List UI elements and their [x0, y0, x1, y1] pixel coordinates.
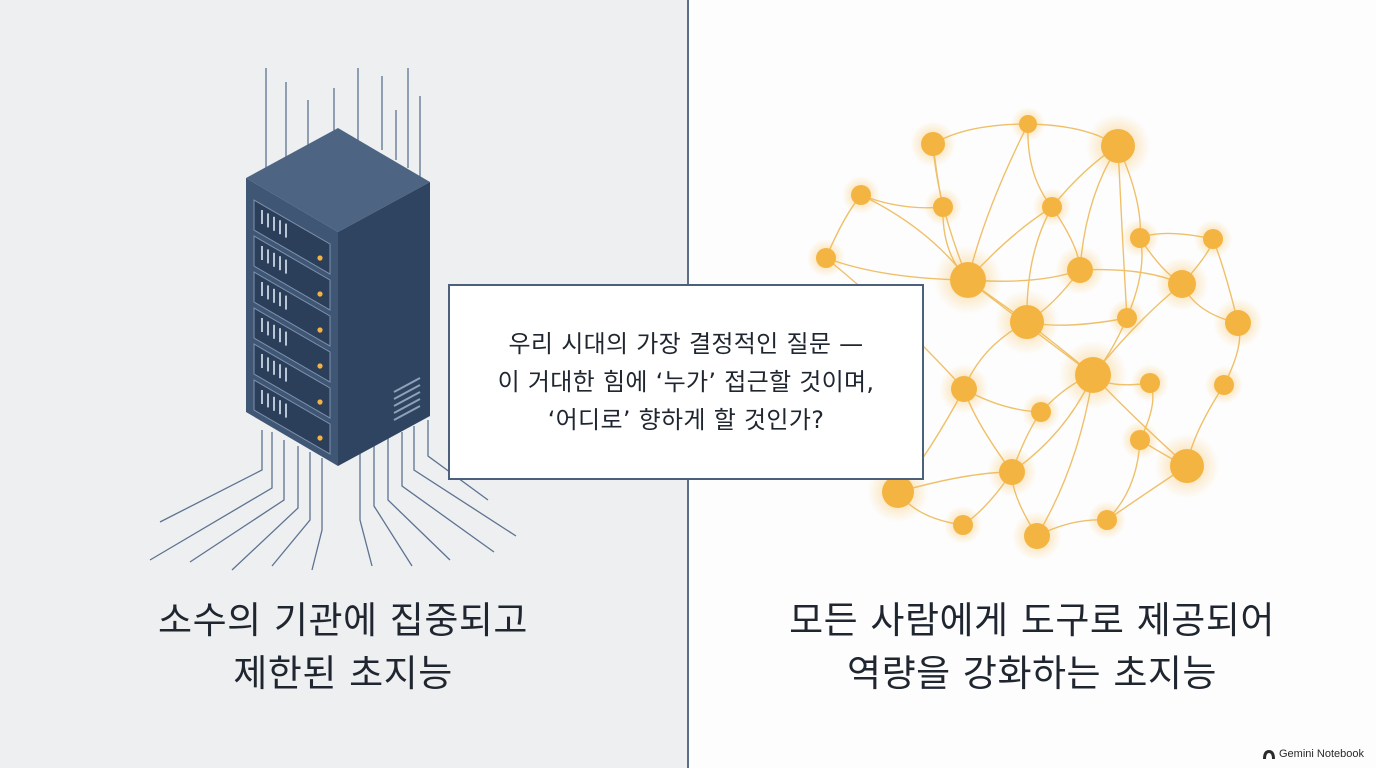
- right-caption-line2: 역량을 강화하는 초지능: [847, 652, 1217, 695]
- server-rack-icon: [149, 68, 517, 571]
- network-node: [1130, 430, 1150, 450]
- network-node: [933, 197, 953, 217]
- network-node: [1097, 510, 1117, 530]
- network-node: [921, 132, 945, 156]
- network-node: [1130, 228, 1150, 248]
- status-led: [317, 435, 323, 441]
- network-node: [999, 459, 1025, 485]
- question-line1: 우리 시대의 가장 결정적인 질문 —: [508, 330, 864, 358]
- network-node: [1214, 375, 1234, 395]
- network-node: [816, 248, 836, 268]
- left-caption-line2: 제한된 초지능: [233, 652, 453, 695]
- central-question-box: 우리 시대의 가장 결정적인 질문 — 이 거대한 힘에 ‘누가’ 접근할 것이…: [448, 284, 924, 480]
- network-node: [1168, 270, 1196, 298]
- network-node: [950, 262, 986, 298]
- network-node: [882, 476, 914, 508]
- network-node: [851, 185, 871, 205]
- brand-label: Gemini Notebook: [1279, 748, 1364, 760]
- network-node: [1170, 449, 1204, 483]
- question-line3: ‘어디로’ 향하게 할 것인가?: [547, 406, 825, 434]
- network-node: [1140, 373, 1160, 393]
- network-node: [951, 376, 977, 402]
- network-node: [1075, 357, 1111, 393]
- right-caption-line1: 모든 사람에게 도구로 제공되어: [789, 599, 1275, 642]
- network-node: [1024, 523, 1050, 549]
- network-node: [1203, 229, 1223, 249]
- status-led: [317, 327, 323, 333]
- question-line2: 이 거대한 힘에 ‘누가’ 접근할 것이며,: [497, 368, 875, 396]
- status-led: [317, 363, 323, 369]
- left-caption: 소수의 기관에 집중되고 제한된 초지능: [93, 594, 593, 700]
- network-node: [1010, 305, 1044, 339]
- right-caption: 모든 사람에게 도구로 제공되어 역량을 강화하는 초지능: [782, 594, 1282, 700]
- status-led: [317, 291, 323, 297]
- network-node: [1031, 402, 1051, 422]
- network-node: [1101, 129, 1135, 163]
- brand-watermark: Gemini Notebook: [1263, 748, 1364, 760]
- network-node: [953, 515, 973, 535]
- network-node: [1019, 115, 1037, 133]
- network-node: [1042, 197, 1062, 217]
- network-node: [1225, 310, 1251, 336]
- network-node: [1117, 308, 1137, 328]
- left-caption-line1: 소수의 기관에 집중되고: [158, 599, 528, 642]
- notebook-logo-icon: [1263, 749, 1275, 759]
- status-led: [317, 399, 323, 405]
- status-led: [317, 255, 323, 261]
- network-node: [1067, 257, 1093, 283]
